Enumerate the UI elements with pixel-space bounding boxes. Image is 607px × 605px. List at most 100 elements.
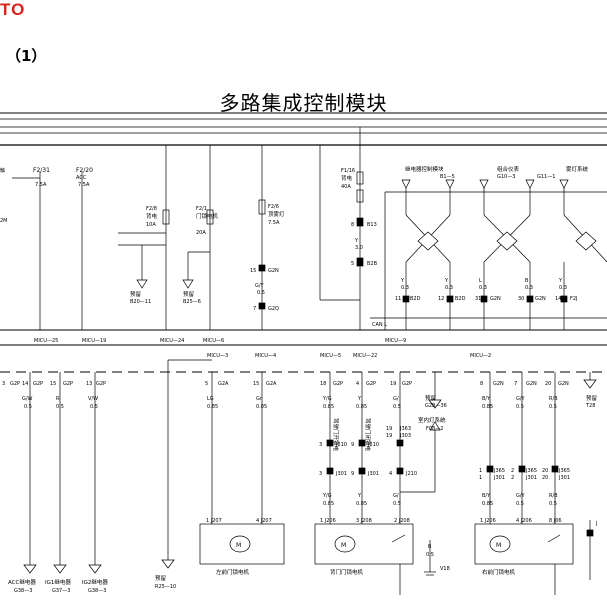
conn-label: G2N <box>535 296 546 302</box>
fuse-rating: 7.5A <box>78 182 90 188</box>
signal-label: 驾驶门开锁电 <box>332 418 340 452</box>
conn-id: J210 <box>367 442 379 448</box>
fuse-name: 门锁电机 <box>196 212 219 220</box>
bus-label: MICU—25 <box>34 338 58 344</box>
pin-label: 3 <box>2 381 5 387</box>
conn-pin: 9 <box>351 442 354 448</box>
wire-color: L <box>479 278 482 284</box>
pin-label: 14 <box>555 296 561 302</box>
pin-label: 7 <box>253 306 256 312</box>
pin-label: 14 <box>22 381 28 387</box>
motor-name: 右前门锁电机 <box>482 568 516 576</box>
wire-size: 0.5 <box>56 404 64 410</box>
bus-label: MICU—24 <box>160 338 184 344</box>
conn-id: J210 <box>405 471 417 477</box>
fuse-rating: 40A <box>341 184 351 190</box>
wire-size: 0.5 <box>426 552 434 558</box>
wire-color: Y <box>357 493 362 499</box>
conn-label: F2J <box>570 296 578 302</box>
pin-label: 18 <box>320 381 326 387</box>
wire-size: 0.85 <box>356 501 367 507</box>
conn-pin: 3 <box>319 471 322 477</box>
left-plus-label: 触 <box>0 167 5 174</box>
fuse-id: F1/16 <box>341 168 355 174</box>
wire-color: Gr <box>256 396 263 402</box>
ground-label: 预留 <box>183 290 195 298</box>
pin-label: 8 <box>351 222 354 228</box>
conn-id: J363 <box>399 426 411 432</box>
module-pins: G10—3 <box>497 174 515 180</box>
conn-label: G2P <box>333 381 343 387</box>
wire-color: Y <box>558 278 563 284</box>
reserve-label: 预留 <box>586 394 598 402</box>
wire-color: V/W <box>88 396 98 402</box>
wire-size: 0.85 <box>207 404 218 410</box>
room-lamp-code: F08—2 <box>426 426 443 432</box>
conn-pin: 2 <box>511 475 514 481</box>
pin-label: 5 <box>205 381 208 387</box>
motor-pin: 4 J206 <box>516 518 532 524</box>
motor-symbol: M <box>236 542 241 549</box>
wire-size: 0.5 <box>516 404 524 410</box>
pin-label: 4 <box>356 381 359 387</box>
conn-label: G2N <box>526 381 537 387</box>
wire-size: 0.5 <box>90 404 98 410</box>
conn-id: J301 <box>335 471 347 477</box>
wire-size: 0.5 <box>257 290 265 296</box>
relay-code: G38—3 <box>88 588 106 594</box>
bus-label: MICU—2 <box>470 353 491 359</box>
fuse-id: F2/8 <box>146 206 157 212</box>
conn-label: G2P <box>96 381 106 387</box>
wire-color: LG <box>207 396 214 402</box>
conn-id: J303 <box>399 433 411 439</box>
motor-pin: 2 J208 <box>394 518 410 524</box>
brand-logo-text: TO <box>0 0 26 19</box>
conn-label: V18 <box>440 566 450 572</box>
fuse-left-label: ACC <box>76 175 87 181</box>
conn-id: J301 <box>558 475 570 481</box>
wire-color: B <box>525 278 529 284</box>
pin-label: 15 <box>253 381 259 387</box>
pin-label: 15 <box>50 381 56 387</box>
motor-symbol: M <box>341 542 346 549</box>
wire-color: R/B <box>549 493 558 499</box>
wire-color: G/Y <box>516 493 526 499</box>
conn-label: G2N <box>490 296 501 302</box>
conn-id: J365 <box>525 468 537 474</box>
wire-size: 0.3 <box>559 285 567 291</box>
conn-pin: 19 <box>386 433 392 439</box>
motor-pin: 8 J06 <box>549 518 562 524</box>
wire-color: Y/G <box>322 396 332 402</box>
wire-size: 0.5 <box>24 404 32 410</box>
module-pins: B1—5 <box>440 174 455 180</box>
motor-symbol: M <box>496 542 501 549</box>
module-name: 雾灯系统 <box>566 165 589 173</box>
fuse-rating: 20A <box>196 230 206 236</box>
conn-label: B13 <box>367 222 377 228</box>
wire-color: R <box>56 396 60 402</box>
module-name: 组合仪表 <box>497 165 520 173</box>
wire-size: 0.85 <box>323 404 334 410</box>
motor-pin: 3 J208 <box>356 518 372 524</box>
conn-id: J301 <box>493 475 505 481</box>
wire-size: 0.3 <box>445 285 453 291</box>
conn-label: G2P <box>366 381 376 387</box>
wire-color: Y <box>400 278 405 284</box>
wire-color: G/Y <box>516 396 526 402</box>
wire-color: Y <box>354 238 359 244</box>
conn-pin: 2 <box>511 468 514 474</box>
fuse-rating: 10A <box>146 222 156 228</box>
conn-id: J301 <box>525 475 537 481</box>
conn-pin: 19 <box>386 426 392 432</box>
wire-size: 0.85 <box>482 501 493 507</box>
conn-pin: 20 <box>542 475 548 481</box>
signal-label: 驾驶门闭锁电 <box>364 418 372 452</box>
wire-color: Y <box>357 396 362 402</box>
fuse-id: F2/31 <box>33 167 50 174</box>
pin-label: 11 <box>395 296 401 302</box>
wire-color: R/B <box>549 396 558 402</box>
wire-size: 0.5 <box>549 404 557 410</box>
module-name: 继电器控制模块 <box>405 165 444 173</box>
bus-label: MICU—4 <box>255 353 276 359</box>
